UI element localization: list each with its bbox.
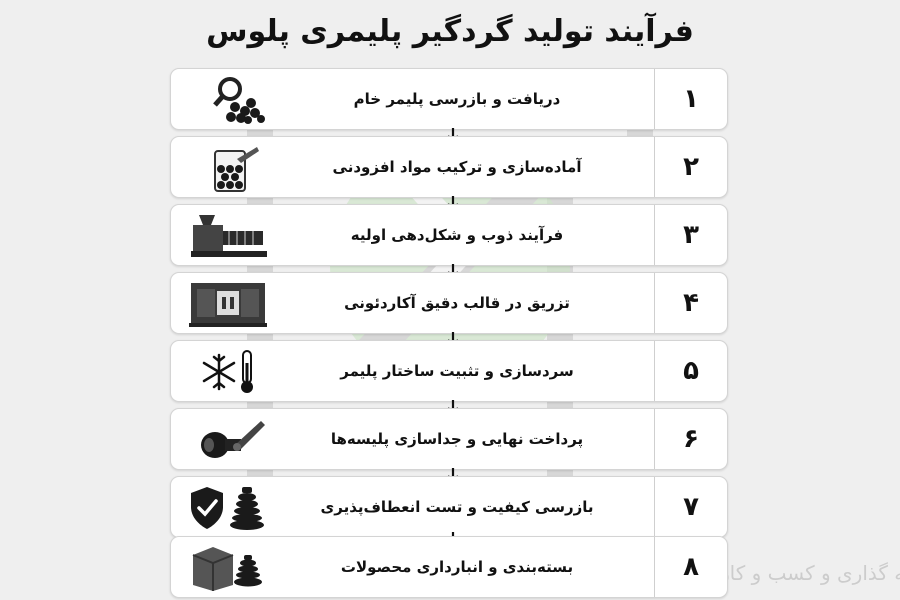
- step-row-4: ۴ تزریق در قالب دقیق آکاردئونی: [170, 272, 728, 334]
- step-label: دریافت و بازرسی پلیمر خام: [353, 90, 561, 108]
- injection-mold-icon: [189, 283, 267, 327]
- step-number: ۳: [654, 205, 727, 265]
- step-label: تزریق در قالب دقیق آکاردئونی: [344, 294, 570, 312]
- step-row-5: ۵ سردسازی و تثبیت ساختار پلیمر: [170, 340, 728, 402]
- extruder-machine-icon: [191, 215, 267, 257]
- watermark-tagline: مشاور سرمایه گذاری و کسب و کار: [719, 561, 900, 585]
- snowflake-thermometer-icon: [202, 350, 253, 393]
- step-number: ۱: [654, 69, 727, 129]
- step-label: بازرسی کیفیت و تست انعطاف‌پذیری: [320, 498, 594, 516]
- step-number: ۲: [654, 137, 727, 197]
- step-number: ۵: [654, 341, 727, 401]
- step-row-2: ۲ آماده‌سازی و ترکیب مواد افزودنی: [170, 136, 728, 198]
- step-number: ۸: [654, 537, 727, 597]
- step-row-1: ۱ دریافت و بازرسی پلیمر خام: [170, 68, 728, 130]
- step-number: ۷: [654, 477, 727, 537]
- step-number: ۴: [654, 273, 727, 333]
- step-row-6: ۶ پرداخت نهایی و جداسازی پلیسه‌ها: [170, 408, 728, 470]
- step-number: ۶: [654, 409, 727, 469]
- step-label: آماده‌سازی و ترکیب مواد افزودنی: [332, 158, 582, 176]
- step-row-7: ۷ بازرسی کیفیت و تست انعطاف‌پذیری: [170, 476, 728, 538]
- shield-check-bellows-icon: [191, 487, 264, 530]
- page-title: فرآیند تولید گردگیر پلیمری پلوس: [206, 14, 694, 49]
- step-row-3: ۳ فرآیند ذوب و شکل‌دهی اولیه: [170, 204, 728, 266]
- step-label: فرآیند ذوب و شکل‌دهی اولیه: [350, 226, 564, 244]
- beaker-pellets-icon: [214, 147, 259, 192]
- magnifier-pellets-icon: [213, 77, 265, 124]
- step-row-8: ۸ بسته‌بندی و انبارداری محصولات: [170, 536, 728, 598]
- step-label: بسته‌بندی و انبارداری محصولات: [340, 558, 574, 576]
- box-bellows-icon: [192, 547, 262, 591]
- step-label: پرداخت نهایی و جداسازی پلیسه‌ها: [330, 430, 584, 448]
- step-label: سردسازی و تثبیت ساختار پلیمر: [340, 362, 574, 380]
- trimming-tool-icon: [201, 421, 265, 458]
